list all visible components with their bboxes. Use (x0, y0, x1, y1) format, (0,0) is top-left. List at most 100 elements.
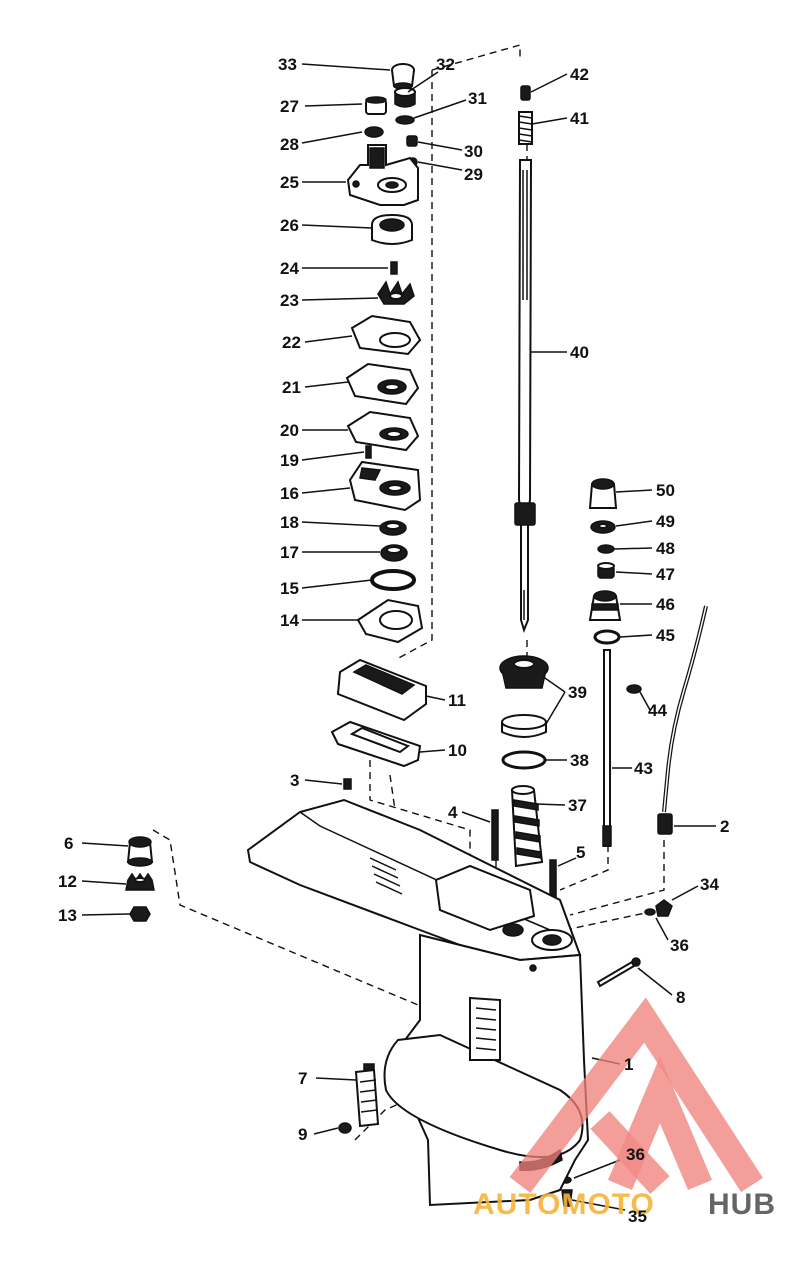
callout-32: 32 (436, 55, 455, 74)
callout-43: 43 (634, 759, 653, 778)
part-44-washer (626, 684, 642, 694)
part-23-impeller (377, 280, 415, 305)
watermark-logo: AUTOMOTO HUB (473, 997, 776, 1221)
part-8-bolt (596, 957, 641, 988)
part-6-bearing (126, 836, 154, 867)
part-1-gear-housing (246, 798, 590, 1207)
part-39-pinion-bearing (499, 655, 549, 738)
callout-20: 20 (280, 421, 299, 440)
part-33-seal (391, 63, 415, 90)
callout-18: 18 (280, 513, 299, 532)
part-7-anode (354, 1063, 380, 1128)
part-46-boot (588, 590, 622, 621)
callout-7: 7 (298, 1069, 307, 1088)
part-45-oring (593, 629, 621, 645)
part-31-washer (395, 115, 415, 125)
part-50-coupler (588, 478, 618, 509)
part-40-driveshaft (514, 159, 536, 634)
callout-31: 31 (468, 89, 487, 108)
callout-19: 19 (280, 451, 299, 470)
callout-25: 25 (280, 173, 299, 192)
callout-45: 45 (656, 626, 675, 645)
part-43-shift-shaft (602, 649, 612, 847)
callout-42: 42 (570, 65, 589, 84)
callout-4: 4 (448, 803, 458, 822)
callout-49: 49 (656, 512, 675, 531)
callout-50: 50 (656, 481, 675, 500)
callout-16: 16 (280, 484, 299, 503)
part-16-pump-base (348, 460, 422, 512)
callout-8: 8 (676, 988, 685, 1007)
part-25-pump-body (346, 144, 419, 206)
callout-15: 15 (280, 579, 299, 598)
callout-28: 28 (280, 135, 299, 154)
part-28-seal (364, 126, 384, 138)
callout-labels: 33 32 27 31 28 30 29 25 26 24 23 22 21 2… (58, 55, 729, 1226)
callout-36-lower: 36 (626, 1145, 645, 1164)
callout-41: 41 (570, 109, 589, 128)
part-30-cap (406, 135, 418, 147)
callout-11: 11 (448, 691, 466, 710)
callout-36-upper: 36 (670, 936, 689, 955)
callout-14: 14 (280, 611, 299, 630)
callout-5: 5 (576, 843, 585, 862)
part-34-screw (644, 899, 673, 917)
callout-3: 3 (290, 771, 299, 790)
callout-38: 38 (570, 751, 589, 770)
callout-29: 29 (464, 165, 483, 184)
misc-parts (125, 658, 673, 1207)
part-15-oring (370, 569, 416, 591)
watermark-brand-part2: HUB (708, 1188, 776, 1221)
callout-17: 17 (280, 543, 299, 562)
part-19-dowel (365, 445, 372, 459)
part-38-oring (501, 750, 547, 770)
callout-30: 30 (464, 142, 483, 161)
part-26-insert (371, 213, 413, 245)
callout-26: 26 (280, 216, 299, 235)
part-3-pin (343, 778, 352, 790)
shift-shaft-assembly (588, 478, 708, 847)
callout-47: 47 (656, 565, 675, 584)
callout-44: 44 (648, 701, 667, 720)
callout-48: 48 (656, 539, 675, 558)
callout-6: 6 (64, 834, 73, 853)
part-20-gasket (346, 410, 420, 452)
callout-33: 33 (278, 55, 297, 74)
callout-46: 46 (656, 595, 675, 614)
part-9-screw (338, 1122, 352, 1134)
part-37-pump-tube (510, 785, 544, 868)
callout-1: 1 (624, 1055, 633, 1074)
assembly-dashed-lines (152, 44, 665, 1141)
part-13-nut (129, 906, 151, 922)
part-48-ring (597, 544, 615, 554)
part-14-gasket (356, 598, 424, 644)
callout-39: 39 (568, 683, 587, 702)
callout-21: 21 (282, 378, 301, 397)
part-10-gasket (330, 720, 422, 768)
callout-9: 9 (298, 1125, 307, 1144)
part-17-bearing (380, 544, 408, 562)
part-22-gasket (350, 314, 422, 356)
callout-2: 2 (720, 817, 729, 836)
leader-lines (81, 63, 716, 1211)
callout-34: 34 (700, 875, 719, 894)
part-47-bushing (597, 562, 615, 579)
part-27-bushing (365, 96, 387, 115)
callout-23: 23 (280, 291, 299, 310)
driveshaft-assembly (499, 85, 549, 868)
part-4-stud (491, 809, 499, 861)
callout-37: 37 (568, 796, 587, 815)
callout-10: 10 (448, 741, 467, 760)
part-18-seal (379, 520, 407, 536)
callout-22: 22 (282, 333, 301, 352)
part-21-plate (345, 362, 420, 406)
part-49-washer (590, 520, 616, 534)
callout-40: 40 (570, 343, 589, 362)
part-5-stud (549, 859, 557, 901)
callout-13: 13 (58, 906, 77, 925)
water-pump-assembly (345, 63, 424, 644)
callout-27: 27 (280, 97, 299, 116)
part-32-grommet (394, 87, 416, 108)
part-24-key (390, 261, 398, 275)
